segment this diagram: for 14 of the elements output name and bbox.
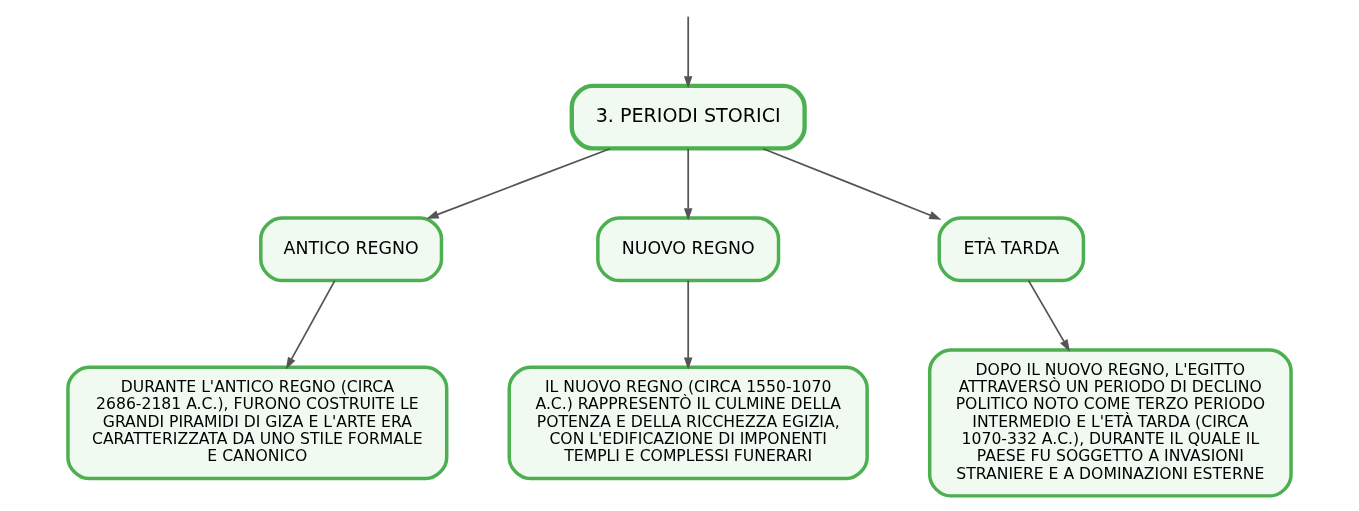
- node-box: NUOVO REGNO: [596, 216, 781, 283]
- node-box: 3. PERIODI STORICI: [569, 83, 807, 151]
- node-box: ETÀ TARDA: [937, 216, 1086, 283]
- arrow: [762, 147, 942, 220]
- arrow: [683, 147, 693, 221]
- arrow: [683, 279, 693, 370]
- node-box: DURANTE L'ANTICO REGNO (CIRCA 2686-2181 A.C.), FURONO COSTRUITE LE GRANDI PIRAMIDI DI GIZA E L'ARTE ERA CARATTERIZZATA DA UNO STILE FORMALE E CANONICO: [66, 365, 449, 481]
- arrow: [1027, 279, 1070, 352]
- arrow: [285, 279, 336, 370]
- node-box: DOPO IL NUOVO REGNO, L'EGITTO ATTRAVERSÒ UN PERIODO DI DECLINO POLITICO NOTO COME TERZO PERIODO INTERMEDIO E L'ETÀ TARDA (CIRCA 1070-332 A.C.), DURANTE IL QUALE IL PAESE FU SOGGETTO A INVASIONI STRANIERE E A DOMINAZIONI ESTERNE: [927, 348, 1293, 498]
- node-box: IL NUOVO REGNO (CIRCA 1550-1070 A.C.) RAPPRESENTÒ IL CULMINE DELLA POTENZA E DELLA RICCHEZZA EGIZIA, CON L'EDIFICAZIONE DI IMPONENTI TEMPLI E COMPLESSI FUNERARI: [507, 365, 869, 481]
- arrow: [426, 147, 611, 219]
- node-box: ANTICO REGNO: [259, 216, 444, 283]
- arrow: [683, 15, 693, 89]
